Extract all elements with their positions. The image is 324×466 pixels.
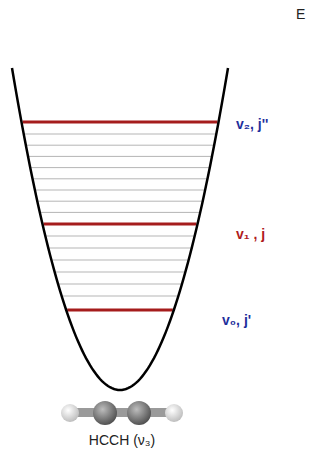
rotational-level xyxy=(36,190,204,191)
molecule-label: HCCH (ν₃) xyxy=(89,432,155,448)
rotational-level xyxy=(52,260,187,261)
vibrational-level xyxy=(23,121,218,124)
hydrogen-atom xyxy=(165,404,183,422)
rotational-level xyxy=(49,248,190,249)
hydrogen-atom xyxy=(61,404,79,422)
vibrational-level xyxy=(67,309,173,312)
molecule-illustration xyxy=(61,401,183,425)
level-label: v₀, j' xyxy=(222,312,251,328)
vibrational-level xyxy=(44,223,197,226)
rotational-level xyxy=(25,134,216,135)
carbon-atom xyxy=(127,401,151,425)
potential-curve xyxy=(12,68,228,390)
rotational-level xyxy=(59,284,181,285)
rotational-level xyxy=(31,167,209,168)
rotational-level xyxy=(46,236,193,237)
rotational-level xyxy=(27,145,213,146)
carbon-atom xyxy=(93,401,117,425)
rotational-level xyxy=(38,201,201,202)
rotational-level xyxy=(56,272,185,273)
bond xyxy=(72,408,172,417)
rotational-level xyxy=(34,178,207,179)
energy-levels xyxy=(23,122,218,310)
axis-label: E xyxy=(296,6,305,22)
rotational-level xyxy=(63,296,178,297)
rotational-level xyxy=(29,156,211,157)
level-label: v₁ , j xyxy=(236,226,265,242)
rotational-level xyxy=(41,212,199,213)
level-label: v₂, j'' xyxy=(236,116,268,132)
